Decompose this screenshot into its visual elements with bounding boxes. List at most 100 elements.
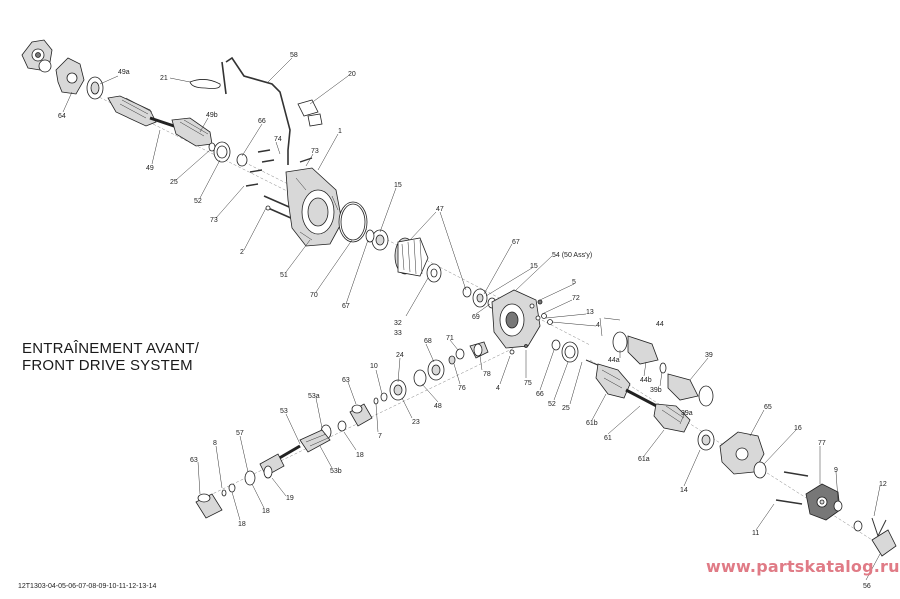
callout: 70 [310,292,318,299]
callout: 61 [604,435,612,442]
boot-kit-44 [612,331,667,374]
callout: 21 [160,75,168,82]
hub-cap-56 [871,529,897,557]
bolt-4a [547,319,553,325]
callout: 57 [236,430,244,437]
callout: 71 [446,335,454,342]
ring-76 [448,355,456,365]
callout-labels: 64 49a 21 58 20 49b 66 49 25 74 73 1 52 … [58,52,887,590]
callout: 66 [258,118,266,125]
left-wheel-hub [21,39,53,73]
ring-18-top [337,420,347,432]
callout: 39b [650,387,662,394]
callout: 53a [308,393,320,400]
callout: 23 [412,419,420,426]
callout: 56 [863,583,871,590]
callout: 61b [586,420,598,427]
diagram-title-english: FRONT DRIVE SYSTEM [22,357,193,374]
clip-20b [307,113,323,127]
callout: 15 [530,263,538,270]
bolt-13 [541,313,547,319]
callout: 52 [548,401,556,408]
ring-71 [455,348,465,360]
washer-9 [833,500,843,512]
callout: 73 [311,148,319,155]
differential-housing-front [285,167,343,247]
boot-kit-39 [667,373,714,407]
callout: 72 [572,295,580,302]
callout: 1 [338,128,342,135]
ring-47 [462,286,472,298]
bearing-48 [413,369,427,387]
callout: 63 [190,457,198,464]
callout: 77 [818,440,826,447]
callout: 25 [562,405,570,412]
callout: 69 [472,314,480,321]
callout: 44a [608,357,620,364]
callout: 10 [370,363,378,370]
callout: 67 [512,239,520,246]
callout: 44 [656,321,664,328]
callout: 49 [146,165,154,172]
bolt-72 [537,299,543,305]
callout: 52 [194,198,202,205]
callout: 8 [213,440,217,447]
callout: 19 [286,495,294,502]
callout: 68 [424,338,432,345]
callout: 53b [330,468,342,475]
callout: 64 [58,113,66,120]
callout: 13 [586,309,594,316]
callout: 18 [356,452,364,459]
callout: 33 [394,330,402,337]
left-knuckle [55,57,85,95]
ring-7 [373,397,379,405]
callout: 49a [118,69,130,76]
callout: 67 [342,303,350,310]
callout: 73 [210,217,218,224]
clamp-21 [189,79,221,89]
callout: 76 [458,385,466,392]
bolt-11b [783,471,809,477]
callout: 18 [238,521,246,528]
kit-bracket [599,317,603,337]
callout: 75 [524,380,532,387]
callout: 49b [206,112,218,119]
oring-66-right [551,339,561,351]
callout: 25 [170,179,178,186]
leader-lines [62,57,881,581]
callout: 48 [434,403,442,410]
callout: 65 [764,404,772,411]
left-drive-shaft [107,95,213,147]
callout: 54 (50 Ass'y) [552,252,592,259]
nut [853,520,863,532]
callout: 11 [752,530,759,537]
boot-57 [244,470,256,486]
callout: 15 [394,182,402,189]
vent-tube [221,56,291,165]
callout: 9 [834,467,838,474]
callout: 4 [496,385,500,392]
callout: 78 [483,371,491,378]
watermark-link[interactable]: www.partskatalog.ru [706,557,900,576]
plug-75 [524,344,528,348]
callout: 24 [396,352,404,359]
right-drive-shaft [585,359,691,433]
callout: 18 [262,508,270,515]
callout: 20 [348,71,356,78]
callout: 7 [378,433,382,440]
clip-20a [297,99,319,117]
callout: 53 [280,408,288,415]
callout: 12 [879,481,887,488]
differential-ring-gear [394,237,429,277]
callout: 14 [680,487,688,494]
bolt-11a [775,499,803,505]
callout: 4 [596,322,600,329]
bolt-4b [509,349,515,355]
drawing-code: 12T1303-04-05-06-07-08-09-10-11-12-13-14 [18,583,157,590]
callout: 74 [274,136,282,143]
differential-housing-rear [491,289,541,349]
ring-18-mid [228,483,236,493]
callout: 61a [638,456,650,463]
